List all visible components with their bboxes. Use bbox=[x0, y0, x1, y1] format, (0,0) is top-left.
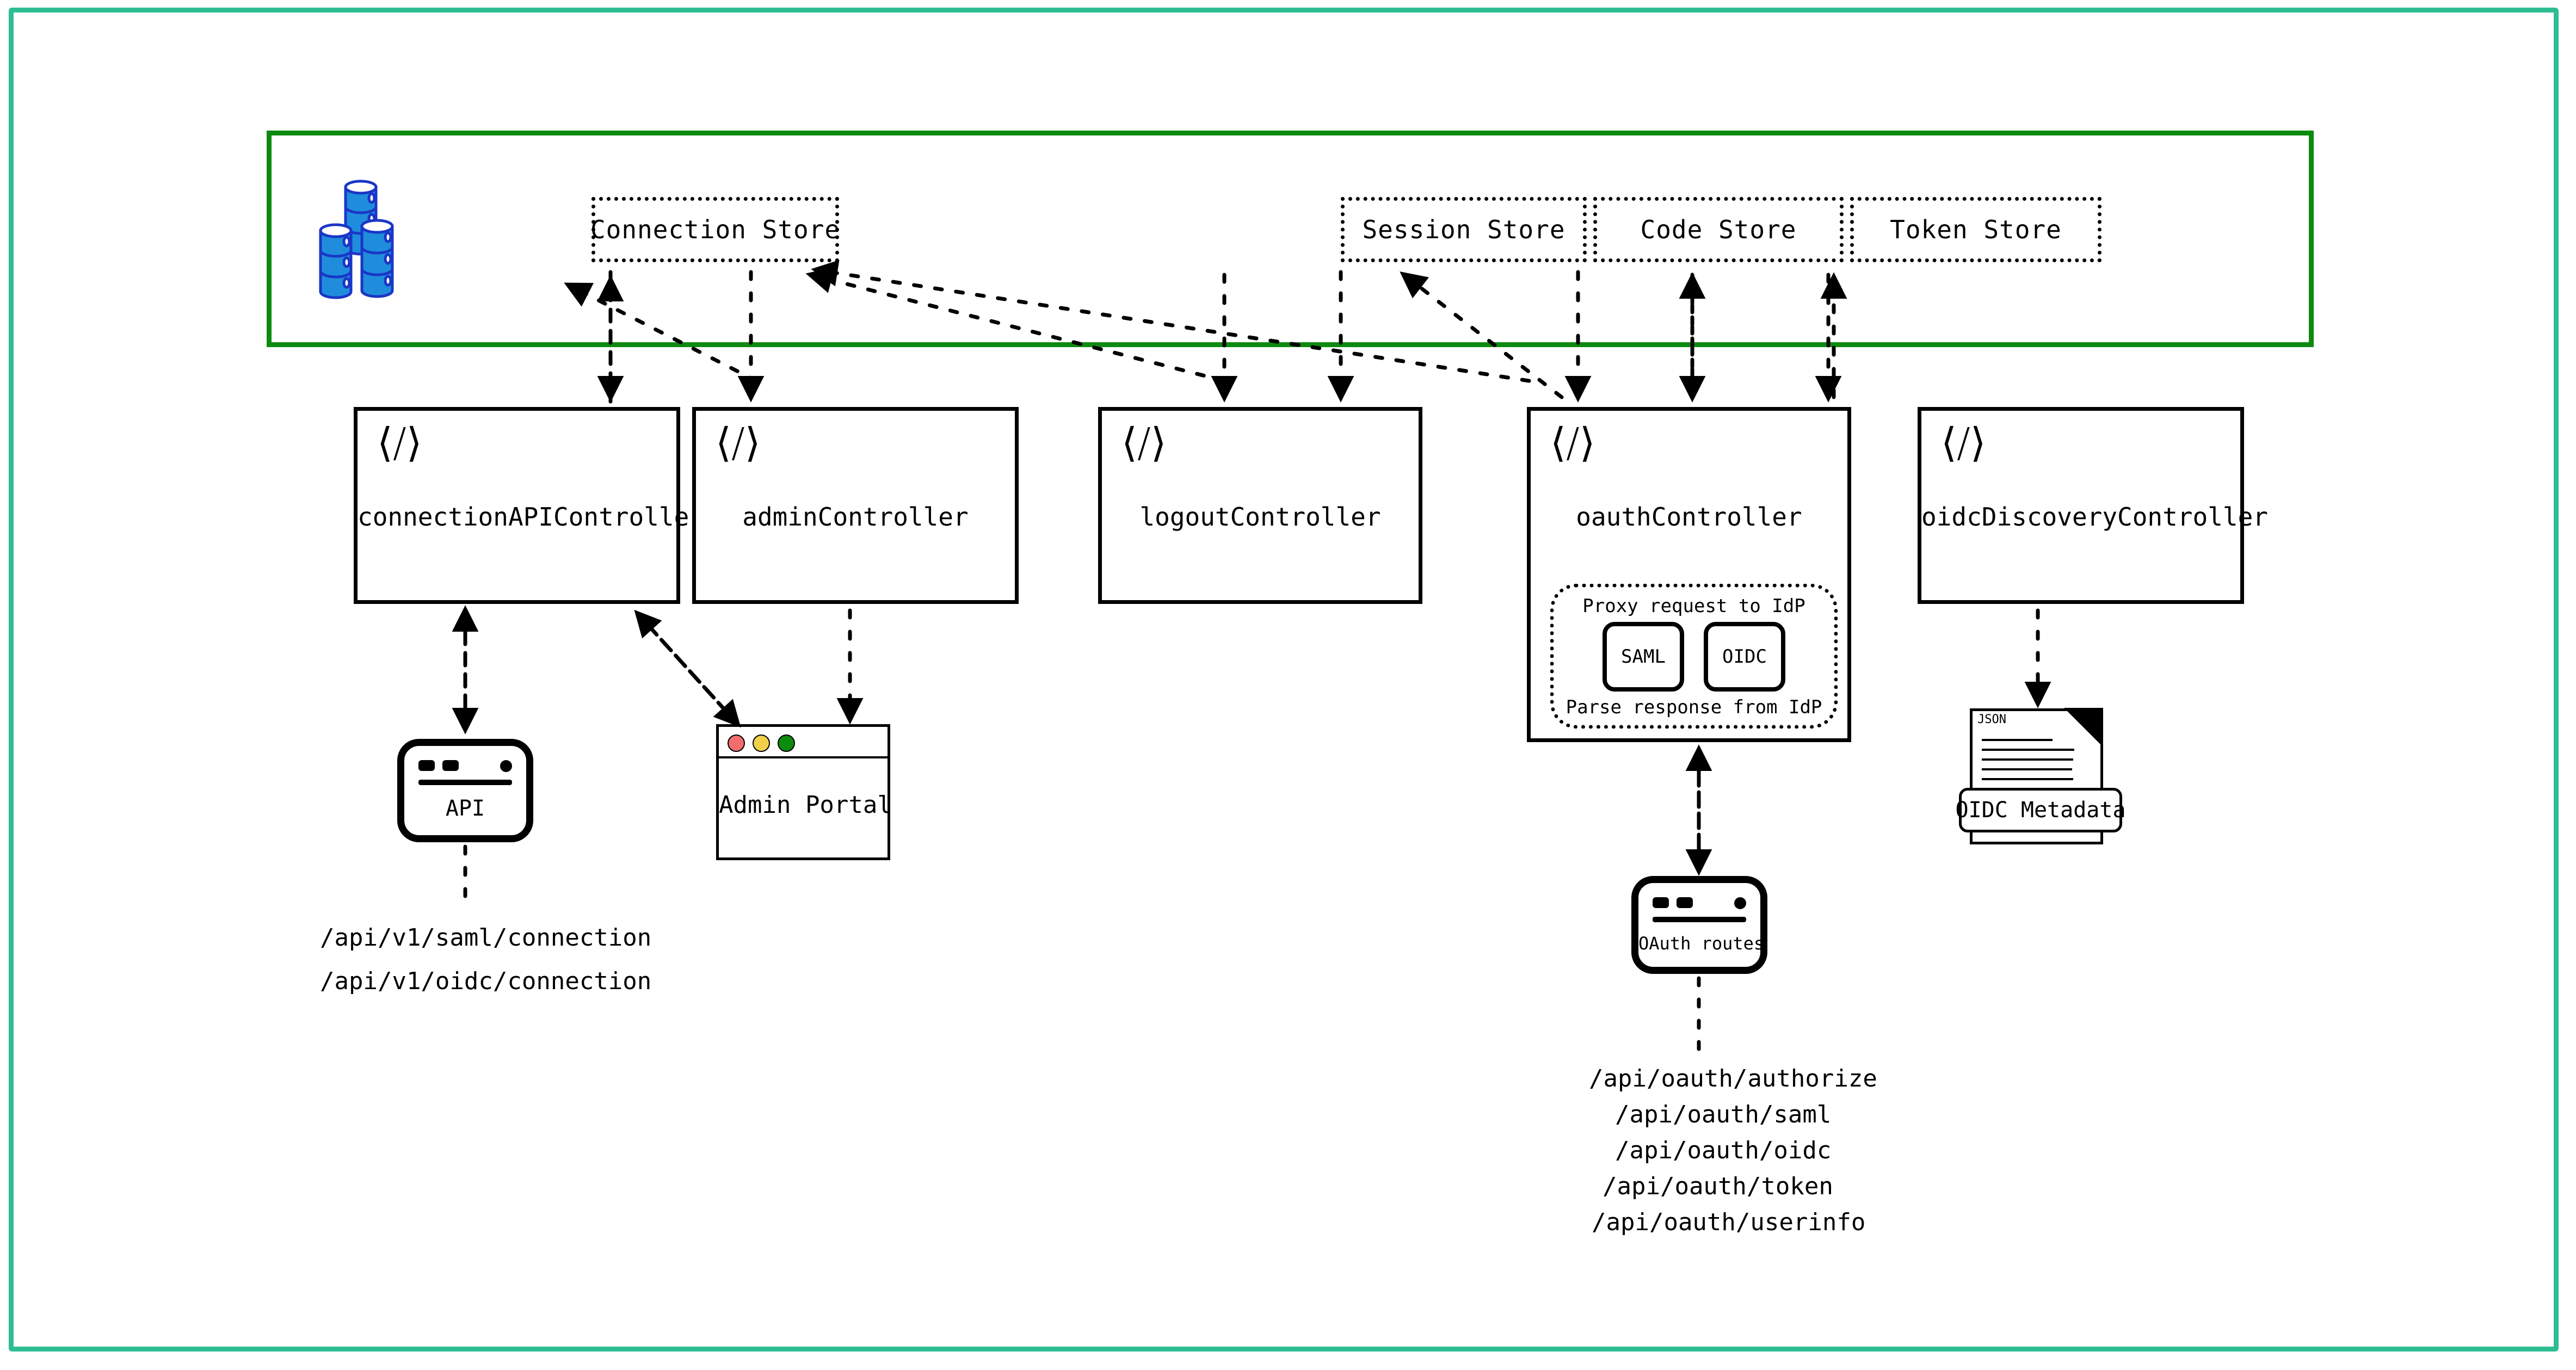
store-token-store[interactable]: Token Store bbox=[1850, 197, 2102, 262]
outer-frame bbox=[9, 8, 2559, 1352]
titlebar-square-1 bbox=[418, 760, 435, 771]
window-titlebar bbox=[418, 758, 512, 776]
controller-oauth-controller[interactable]: ⟨/⟩ oauthController Proxy request to IdP… bbox=[1527, 407, 1851, 742]
store-label: Connection Store bbox=[590, 215, 841, 244]
controller-label: connectionAPIController bbox=[358, 502, 704, 532]
store-label: Code Store bbox=[1640, 215, 1797, 244]
oidc-metadata-label: OIDC Metadata bbox=[1955, 788, 2126, 832]
api-window-icon[interactable]: API bbox=[397, 739, 533, 842]
admin-portal-window[interactable]: Admin Portal bbox=[716, 724, 892, 860]
proxy-request-label: Proxy request to IdP bbox=[1582, 595, 1805, 617]
titlebar-dot bbox=[500, 760, 512, 772]
code-icon: ⟨/⟩ bbox=[377, 419, 422, 466]
close-dot[interactable] bbox=[728, 735, 745, 752]
parse-response-label: Parse response from IdP bbox=[1566, 696, 1822, 718]
titlebar-dot bbox=[1734, 897, 1746, 909]
window-titlebar bbox=[1653, 895, 1746, 914]
code-icon: ⟨/⟩ bbox=[1121, 419, 1167, 466]
oidc-chip[interactable]: OIDC bbox=[1704, 622, 1785, 692]
oauth-routes-label: OAuth routes bbox=[1638, 933, 1765, 954]
admin-portal-label: Admin Portal bbox=[719, 791, 892, 819]
minimize-dot[interactable] bbox=[753, 735, 770, 752]
database-stack-icon bbox=[313, 174, 438, 301]
api-label: API bbox=[445, 796, 485, 821]
titlebar-square-1 bbox=[1653, 897, 1669, 908]
store-code-store[interactable]: Code Store bbox=[1593, 197, 1844, 262]
store-connection-store[interactable]: Connection Store bbox=[590, 197, 841, 262]
portal-titlebar bbox=[719, 727, 888, 758]
doc-line bbox=[1982, 768, 2072, 770]
titlebar-square-2 bbox=[442, 760, 459, 771]
controller-label: oauthController bbox=[1576, 502, 1802, 532]
endpoint-oauth-saml: /api/oauth/saml bbox=[1615, 1101, 1832, 1128]
doc-line bbox=[1982, 749, 2074, 751]
endpoint-saml-connection: /api/v1/saml/connection bbox=[320, 924, 652, 952]
code-icon: ⟨/⟩ bbox=[716, 419, 761, 466]
doc-line bbox=[1982, 739, 2053, 741]
controller-connection-api-controller[interactable]: ⟨/⟩ connectionAPIController bbox=[354, 407, 704, 604]
store-label: Session Store bbox=[1362, 215, 1566, 244]
controller-oidc-discovery-controller[interactable]: ⟨/⟩ oidcDiscoveryController bbox=[1918, 407, 2268, 604]
endpoint-oauth-token: /api/oauth/token bbox=[1603, 1172, 1833, 1200]
code-icon: ⟨/⟩ bbox=[1550, 419, 1595, 466]
json-type-label: JSON bbox=[1977, 713, 2006, 726]
window-divider bbox=[418, 780, 512, 785]
maximize-dot[interactable] bbox=[778, 735, 795, 752]
controller-label: adminController bbox=[742, 502, 969, 532]
code-icon: ⟨/⟩ bbox=[1941, 419, 1986, 466]
idp-proxy-group: Proxy request to IdP SAML OIDC Parse res… bbox=[1550, 584, 1838, 729]
doc-line bbox=[1982, 758, 2073, 761]
endpoint-oauth-authorize: /api/oauth/authorize bbox=[1589, 1065, 1877, 1093]
oauth-routes-window-icon[interactable]: OAuth routes bbox=[1631, 876, 1767, 974]
endpoint-oauth-userinfo: /api/oauth/userinfo bbox=[1592, 1208, 1866, 1236]
controller-label: oidcDiscoveryController bbox=[1921, 502, 2268, 532]
endpoint-oidc-connection: /api/v1/oidc/connection bbox=[320, 967, 652, 995]
page-fold-icon bbox=[2064, 708, 2103, 747]
controller-label: logoutController bbox=[1139, 502, 1381, 532]
endpoint-oauth-oidc: /api/oauth/oidc bbox=[1615, 1137, 1832, 1164]
store-label: Token Store bbox=[1890, 215, 2062, 244]
controller-logout-controller[interactable]: ⟨/⟩ logoutController bbox=[1098, 407, 1422, 604]
doc-line bbox=[1982, 778, 2073, 780]
store-session-store[interactable]: Session Store bbox=[1341, 197, 1587, 262]
saml-chip[interactable]: SAML bbox=[1603, 622, 1684, 692]
window-divider bbox=[1653, 917, 1746, 922]
controller-admin-controller[interactable]: ⟨/⟩ adminController bbox=[692, 407, 1019, 604]
titlebar-square-2 bbox=[1677, 897, 1693, 908]
